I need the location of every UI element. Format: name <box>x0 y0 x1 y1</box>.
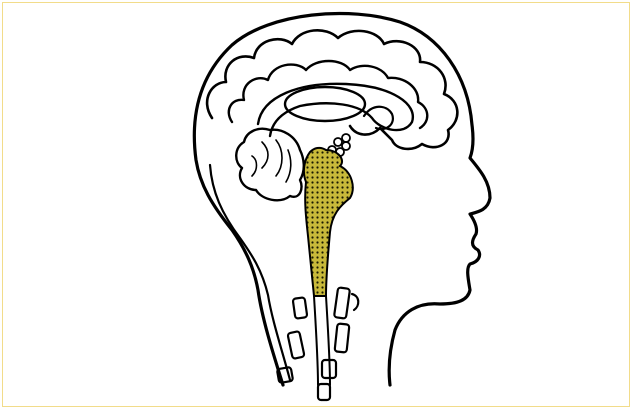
cerebellum <box>236 129 304 201</box>
brainstem-spinal-cord <box>304 148 353 296</box>
cerebellum-folia <box>252 140 291 182</box>
skull-contour <box>210 165 290 380</box>
